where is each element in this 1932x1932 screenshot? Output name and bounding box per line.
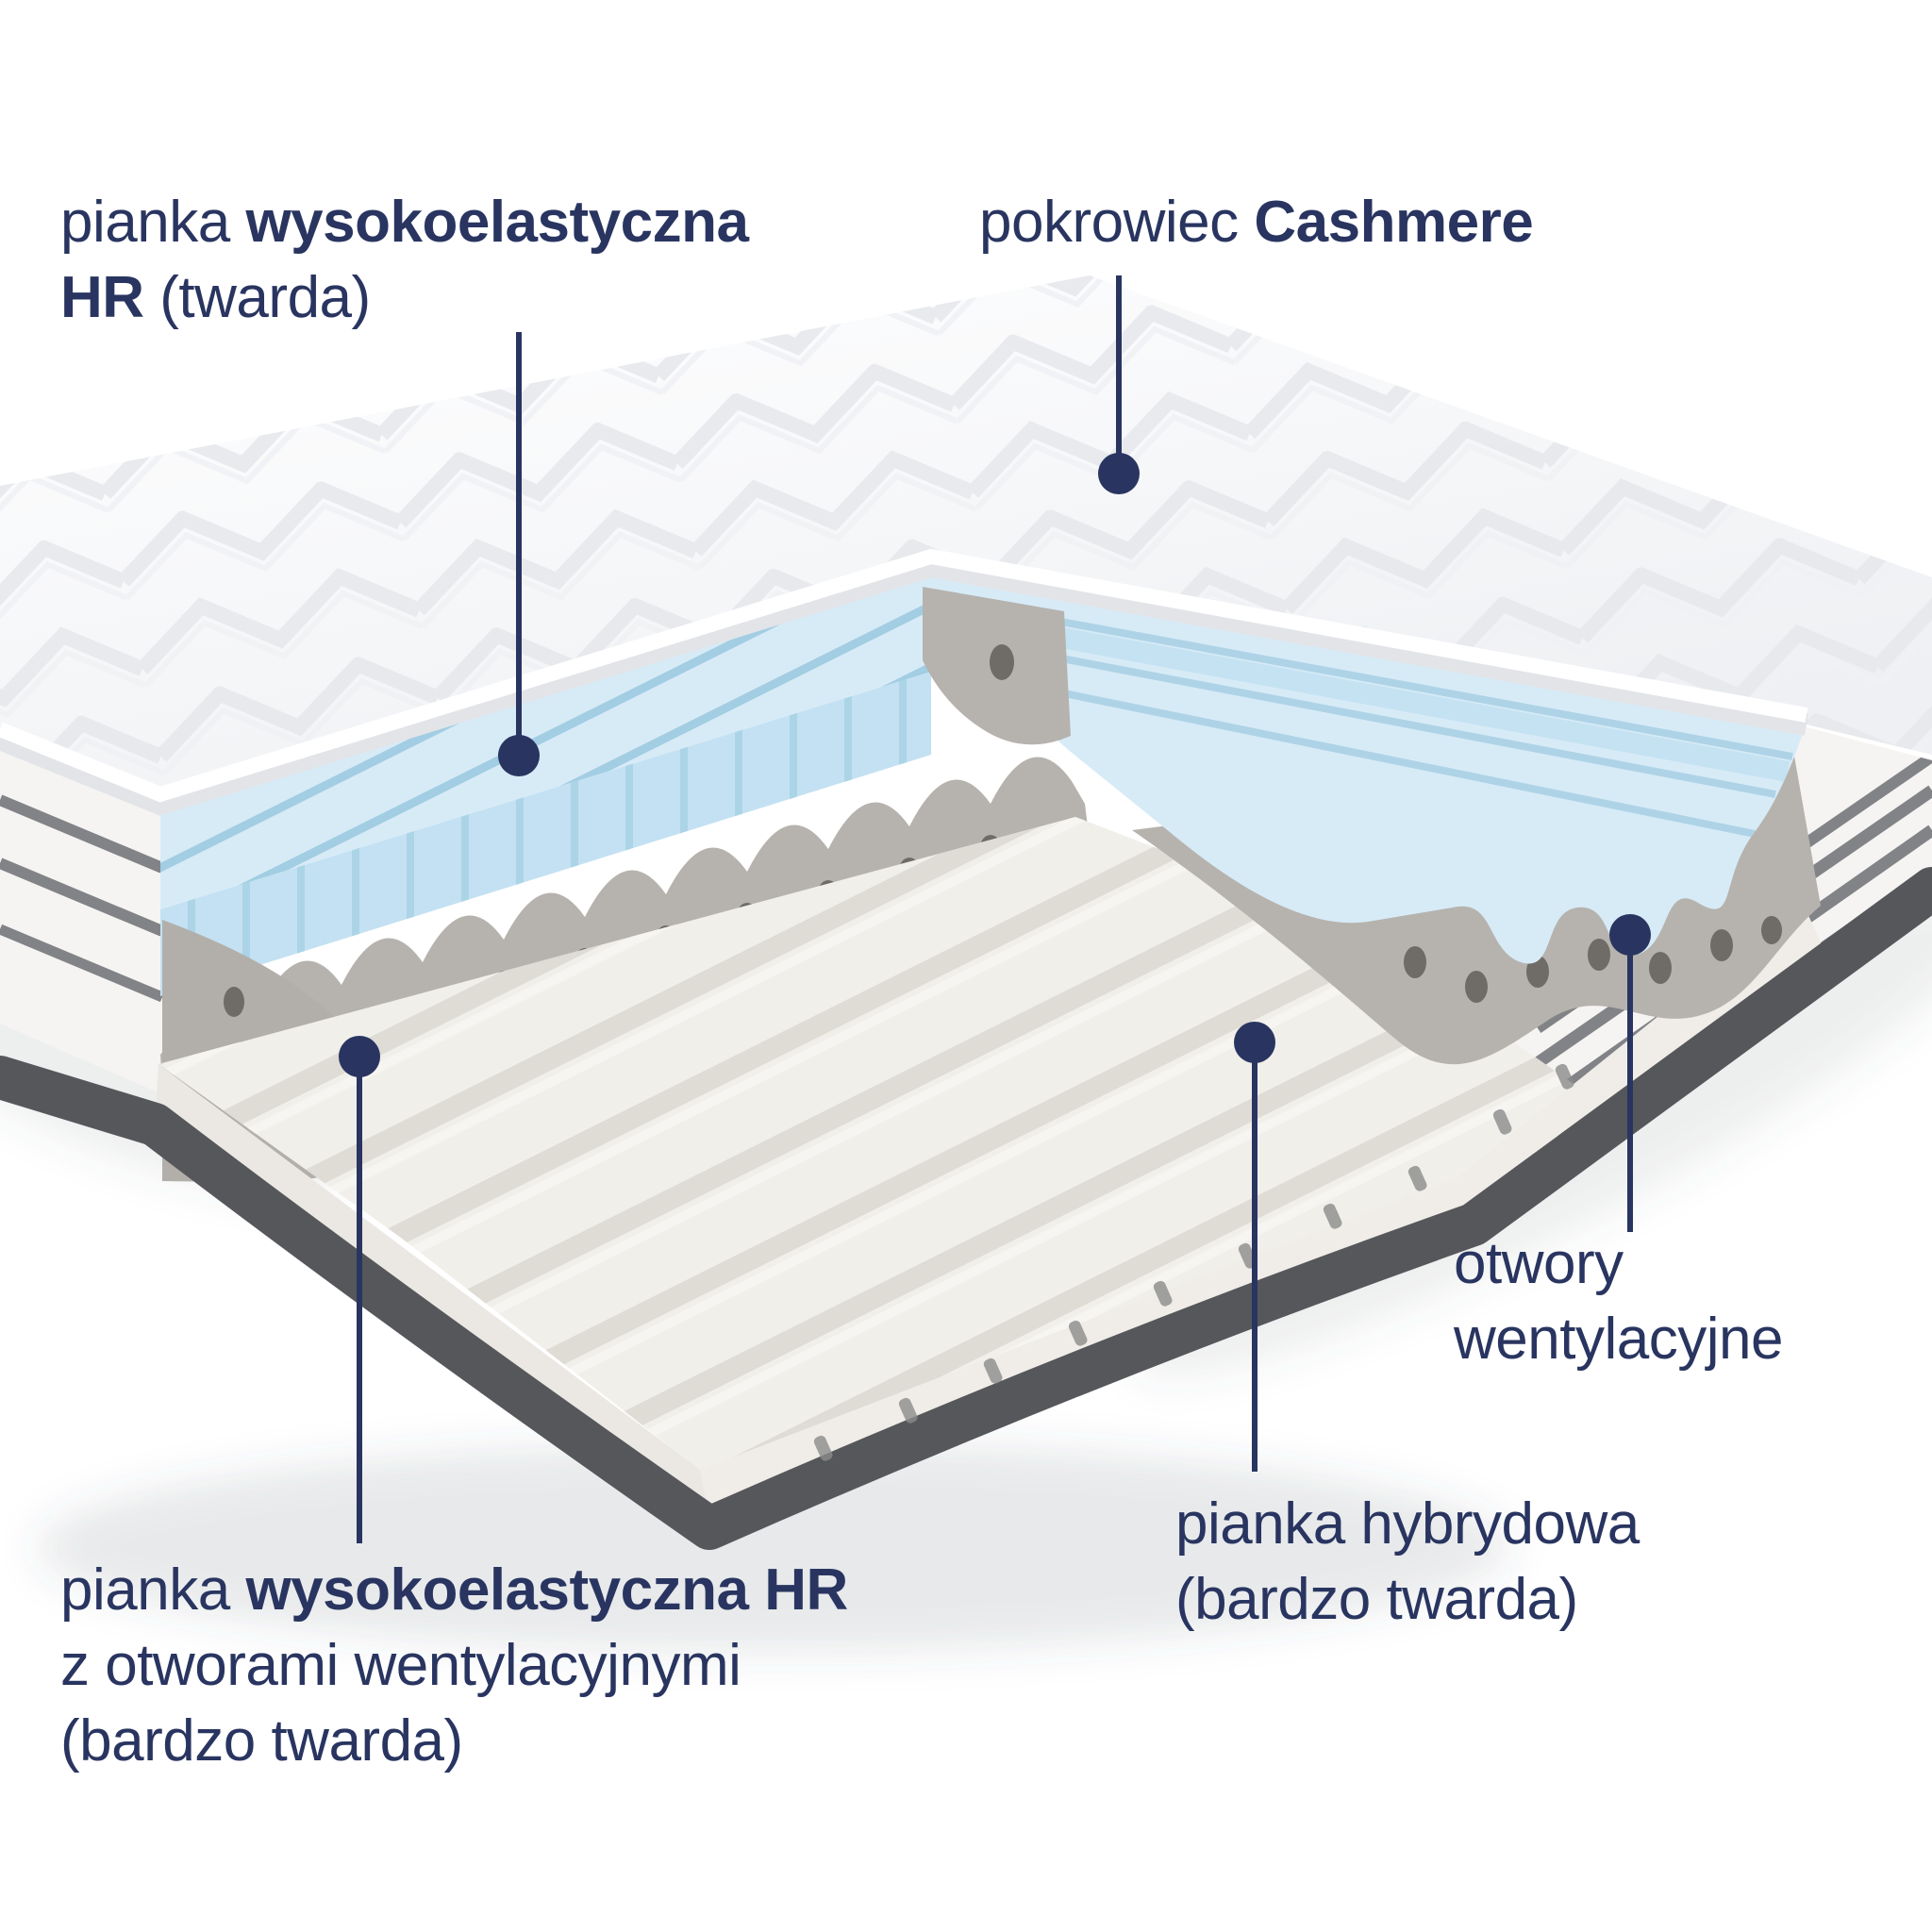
label-cover: pokrowiec Cashmere	[979, 185, 1534, 260]
quilted-cover	[0, 275, 1932, 804]
callout-dot-foam-hr-vent	[339, 1036, 380, 1077]
cover-edge-lip	[0, 548, 1809, 816]
callout-dot-cover	[1098, 453, 1140, 494]
label-vents-line1: otwory	[1454, 1231, 1624, 1296]
label-hybrid-line1: pianka hybrydowa	[1175, 1491, 1640, 1557]
label-foam-hr-vent-line1-bold: wysokoelastyczna HR	[245, 1557, 848, 1623]
label-hybrid: pianka hybrydowa (bardzo twarda)	[1175, 1487, 1640, 1638]
label-foam-hr-top-line2-regular: (twarda)	[143, 265, 371, 330]
label-foam-hr-top-line1-regular: pianka	[60, 190, 246, 255]
base-rim	[0, 867, 1932, 1550]
label-foam-hr-vent-line1-regular: pianka	[60, 1557, 246, 1623]
label-vents: otwory wentylacyjne	[1454, 1226, 1783, 1377]
foam-grey-step-block	[923, 587, 1071, 745]
foam-layer-blue-extension	[931, 566, 1807, 964]
foam-layer-white	[155, 817, 1825, 1526]
label-foam-hr-vent-line2: z otworami wentylacyjnymi	[60, 1633, 741, 1698]
label-foam-hr-top-line1-bold: wysokoelastyczna	[245, 190, 749, 255]
label-hybrid-line2: (bardzo twarda)	[1175, 1567, 1578, 1632]
label-cover-regular: pokrowiec	[979, 190, 1255, 255]
callout-dot-foam-hr-top	[498, 735, 540, 776]
left-side-stripes	[0, 794, 165, 1003]
label-cover-bold: Cashmere	[1254, 190, 1534, 255]
callout-dot-vents	[1609, 914, 1651, 956]
mattress-left-side	[0, 739, 165, 1094]
callout-dot-hybrid	[1234, 1022, 1275, 1063]
foam-layer-blue	[160, 566, 931, 996]
label-vents-line2: wentylacyjne	[1454, 1307, 1783, 1372]
vent-slots-white	[813, 1063, 1574, 1461]
label-foam-hr-top: pianka wysokoelastyczna HR (twarda)	[60, 185, 749, 336]
label-foam-hr-vent-line3: (bardzo twarda)	[60, 1708, 463, 1774]
label-foam-hr-vent: pianka wysokoelastyczna HR z otworami we…	[60, 1553, 848, 1779]
callouts	[339, 275, 1651, 1543]
label-foam-hr-top-line2-bold: HR	[60, 265, 144, 330]
